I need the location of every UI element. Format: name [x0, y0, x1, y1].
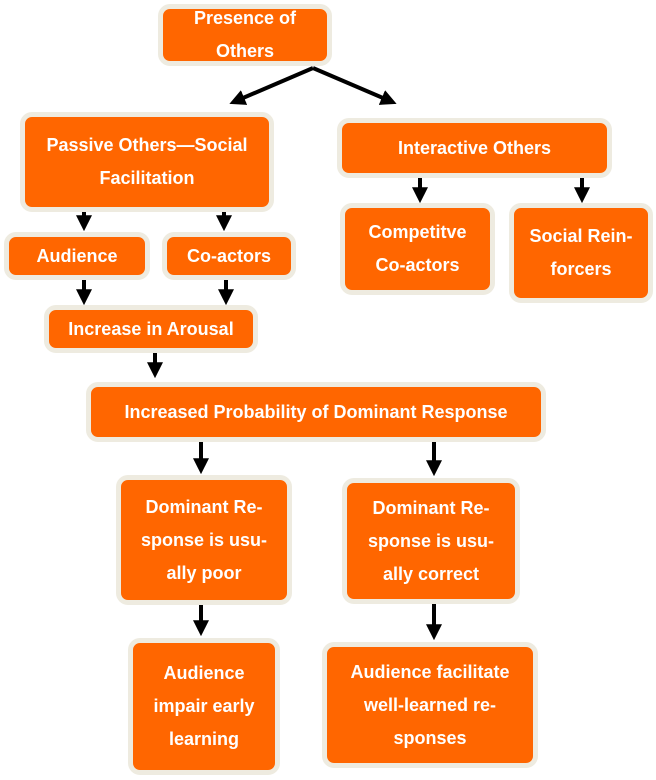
node-passive-others: Passive Others—Social Facilitation: [20, 112, 274, 212]
node-dominant-poor: Dominant Re- sponse is usu- ally poor: [116, 475, 292, 605]
node-dominant-correct: Dominant Re- sponse is usu- ally correct: [342, 478, 520, 604]
node-audience-facilitate: Audience facilitate well-learned re- spo…: [322, 642, 538, 768]
node-increased-probability: Increased Probability of Dominant Respon…: [86, 382, 546, 442]
node-social-reinforcers: Social Rein- forcers: [509, 203, 653, 303]
node-competitive-coactors: Competitve Co-actors: [340, 203, 495, 295]
node-audience-impair: Audience impair early learning: [128, 638, 280, 775]
arrow-presence-interactive: [312, 66, 397, 105]
arrow-presence-passive: [229, 66, 314, 105]
node-increase-in-arousal: Increase in Arousal: [44, 305, 258, 353]
node-coactors: Co-actors: [162, 232, 296, 280]
node-interactive-others: Interactive Others: [337, 118, 612, 178]
node-presence-of-others: Presence of Others: [158, 4, 332, 66]
node-audience: Audience: [4, 232, 150, 280]
